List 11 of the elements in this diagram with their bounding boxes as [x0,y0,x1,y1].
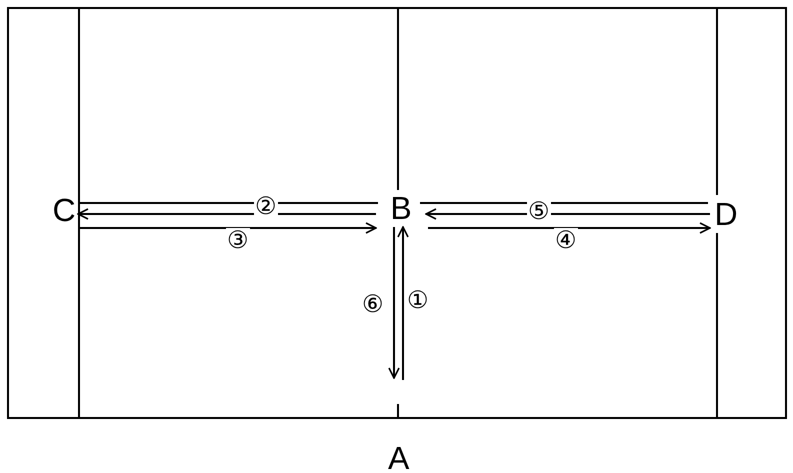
arrow [428,222,711,234]
arrow [78,222,377,234]
position-letter: C [50,192,78,228]
arrow [425,208,710,220]
arrow [77,208,376,220]
position-letter: B [376,190,426,226]
step-number: ② [254,194,278,218]
position-letter: A [388,440,410,473]
arrow [397,226,409,380]
arrow [388,227,400,379]
position-letter: D [710,196,742,232]
